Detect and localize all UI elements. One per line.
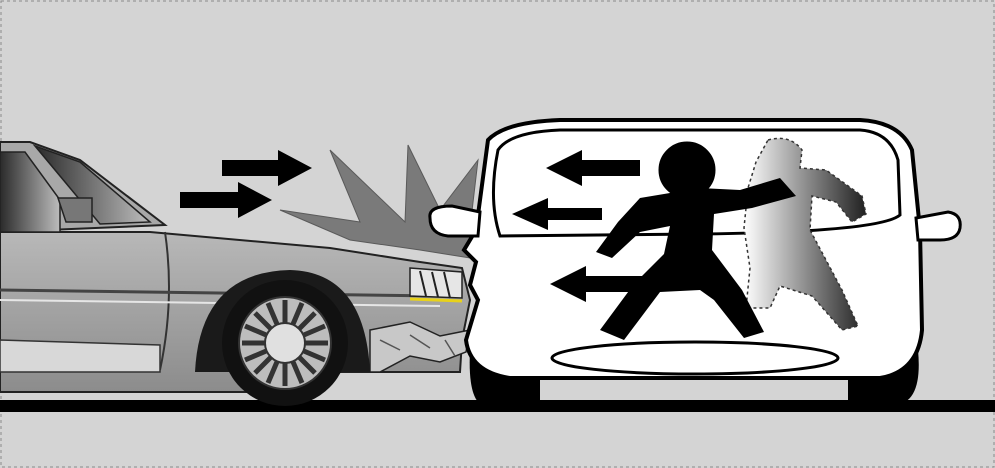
rocker-panel: [0, 340, 160, 372]
left-mirror: [430, 206, 480, 236]
rear-bumper: [552, 342, 838, 374]
right-mirror: [916, 212, 960, 240]
headlight-accent: [410, 299, 462, 301]
headlight: [410, 268, 462, 298]
hub-cap: [265, 323, 305, 363]
